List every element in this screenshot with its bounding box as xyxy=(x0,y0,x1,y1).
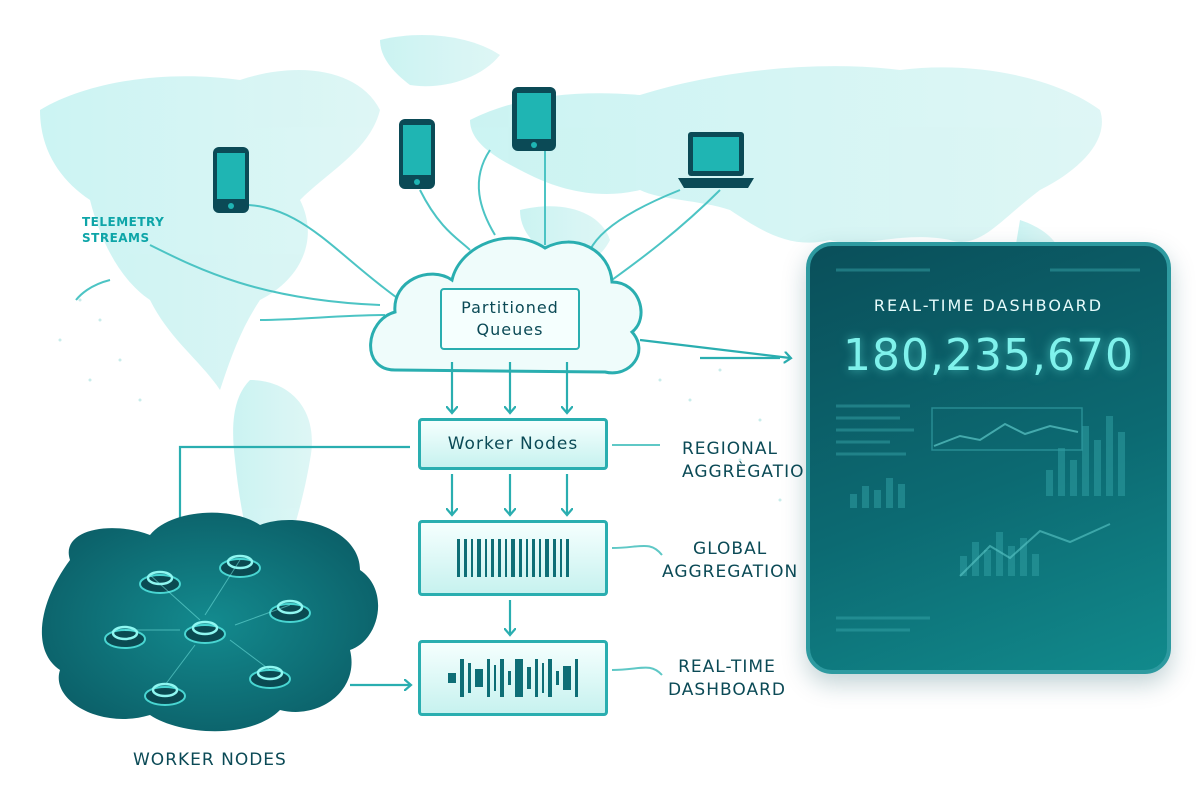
barcode-stripe xyxy=(457,539,460,577)
dashboard-bar xyxy=(972,542,979,576)
worker-node-icon xyxy=(184,620,226,644)
dashboard-bar xyxy=(1032,554,1039,576)
barcode-stripe xyxy=(477,539,481,577)
barcode-stripe xyxy=(471,539,473,577)
dashboard-bar xyxy=(1094,440,1101,496)
dashboard-panel: Real-Time Dashboard 180,235,670 xyxy=(806,242,1171,674)
barcode-stripe xyxy=(535,659,538,697)
dashboard-bar xyxy=(1020,538,1027,576)
dashboard-bar xyxy=(886,478,893,508)
barcode-stripe xyxy=(560,539,562,577)
dashboard-bar xyxy=(874,490,881,508)
barcode-stripe xyxy=(475,669,483,687)
barcode-stripe xyxy=(460,659,464,697)
barcode-graphic xyxy=(457,539,569,577)
dashboard-bar xyxy=(850,494,857,508)
barcode-stripe xyxy=(563,666,571,690)
regional-aggregation-label: Regional Aggrègation xyxy=(682,439,819,482)
phone-icon xyxy=(213,147,249,213)
barcode-stripe xyxy=(468,663,471,693)
barcode-stripe xyxy=(566,539,569,577)
barcode-stripe xyxy=(519,539,522,577)
barcode-stripe xyxy=(485,539,487,577)
barcode-stripe xyxy=(494,665,496,691)
barcode-graphic xyxy=(448,659,578,697)
dashboard-bar xyxy=(1082,426,1089,496)
barcode-stripe xyxy=(526,539,528,577)
dashboard-bar xyxy=(898,484,905,508)
barcode-stripe xyxy=(500,659,504,697)
barcode-stripe xyxy=(545,539,549,577)
dashboard-bar xyxy=(1070,460,1077,496)
worker-node-icon xyxy=(104,625,146,649)
barcode-stripe xyxy=(511,539,515,577)
barcode-stripe xyxy=(548,659,552,697)
dashboard-bar xyxy=(1106,416,1113,496)
dashboard-bar xyxy=(960,556,967,576)
barcode-stripe xyxy=(539,539,541,577)
dashboard-bar xyxy=(1118,432,1125,496)
worker-nodes-box-label: Worker Nodes xyxy=(447,434,579,454)
dashboard-bar xyxy=(984,550,991,576)
real-time-dashboard-side-label: Real-Time Dashboard xyxy=(668,657,786,700)
laptop-icon xyxy=(678,132,754,188)
dashboard-bar xyxy=(1008,546,1015,576)
dashboard-counter-value: 180,235,670 xyxy=(843,330,1134,381)
barcode-stripe xyxy=(491,539,494,577)
barcode-stripe xyxy=(505,539,507,577)
worker-nodes-box: Worker Nodes xyxy=(418,418,608,470)
barcode-stripe xyxy=(515,659,523,697)
dashboard-title: Real-Time Dashboard xyxy=(873,296,1104,315)
barcode-stripe xyxy=(508,671,511,685)
worker-node-icon xyxy=(219,554,261,578)
global-aggregation-box xyxy=(418,520,608,596)
dashboard-bar xyxy=(996,532,1003,576)
dashboard-bar xyxy=(1058,448,1065,496)
phone-icon xyxy=(399,119,435,189)
barcode-stripe xyxy=(575,659,578,697)
worker-node-icon xyxy=(144,682,186,706)
barcode-stripe xyxy=(448,673,456,683)
tablet-icon xyxy=(512,87,556,151)
barcode-stripe xyxy=(553,539,556,577)
barcode-stripe xyxy=(542,663,544,693)
barcode-stripe xyxy=(556,671,559,685)
global-aggregation-label: Global Aggregation xyxy=(662,539,799,582)
partitioned-queues-box: Partitioned Queues xyxy=(440,288,580,350)
barcode-stripe xyxy=(498,539,501,577)
dashboard-bar xyxy=(862,486,869,508)
barcode-stripe xyxy=(487,659,490,697)
dashboard-charts-graphic xyxy=(836,268,1140,632)
barcode-stripe xyxy=(464,539,467,577)
barcode-stripe xyxy=(527,667,531,689)
worker-node-icon xyxy=(249,665,291,689)
dashboard-bar xyxy=(1046,470,1053,496)
barcode-stripe xyxy=(532,539,535,577)
telemetry-streams-label: Telemetry Streams xyxy=(82,215,165,245)
partitioned-queues-label: Partitioned Queues xyxy=(461,298,559,339)
worker-nodes-cluster-label: Worker Nodes xyxy=(133,750,287,770)
real-time-dashboard-box xyxy=(418,640,608,716)
